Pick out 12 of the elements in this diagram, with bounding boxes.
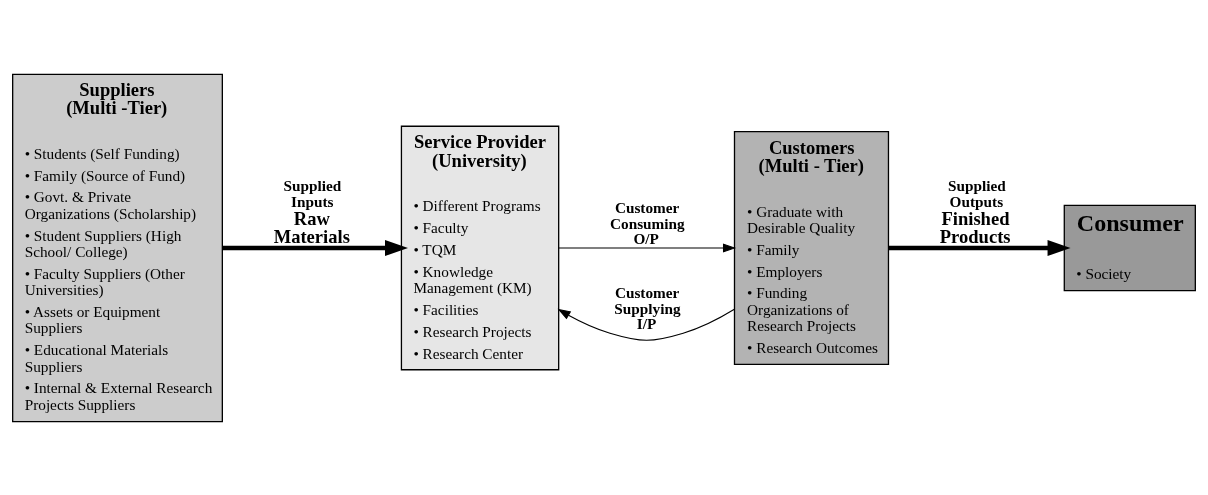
node-box: Suppliers (Multi -Tier) • Students (Self Funding) • Family (Source of Fund) • Govt. & Private Organizations (Scholarship) • Student Suppliers (High School/ College) • Faculty Suppliers (Other Universities) • Assets or Equipment Suppliers • Educational Materials Suppliers • Internal & External Research Projects Suppliers (12, 73, 223, 422)
arrow (558, 242, 737, 253)
arrow (222, 239, 408, 256)
edge-label: Supplied Inputs (283, 176, 342, 210)
node-box: Consumer • Society (1063, 204, 1196, 291)
arrow (557, 308, 735, 341)
edge-label: Supplied Outputs (947, 176, 1006, 210)
node-box: Customers (Multi - Tier) • Graduate with Desirable Quality • Family • Employers • Funding Organizations of Research Projects • Research Outcomes (733, 130, 890, 365)
edge-label: Customer Supplying I/P (614, 283, 681, 332)
arrow (888, 239, 1071, 256)
edge-label: Customer Consuming O/P (610, 198, 685, 247)
node-box: Service Provider (University) • Different Programs • Faculty • TQM • Knowledge Management (KM) • Facilities • Research Projects • Research Center (400, 125, 560, 370)
